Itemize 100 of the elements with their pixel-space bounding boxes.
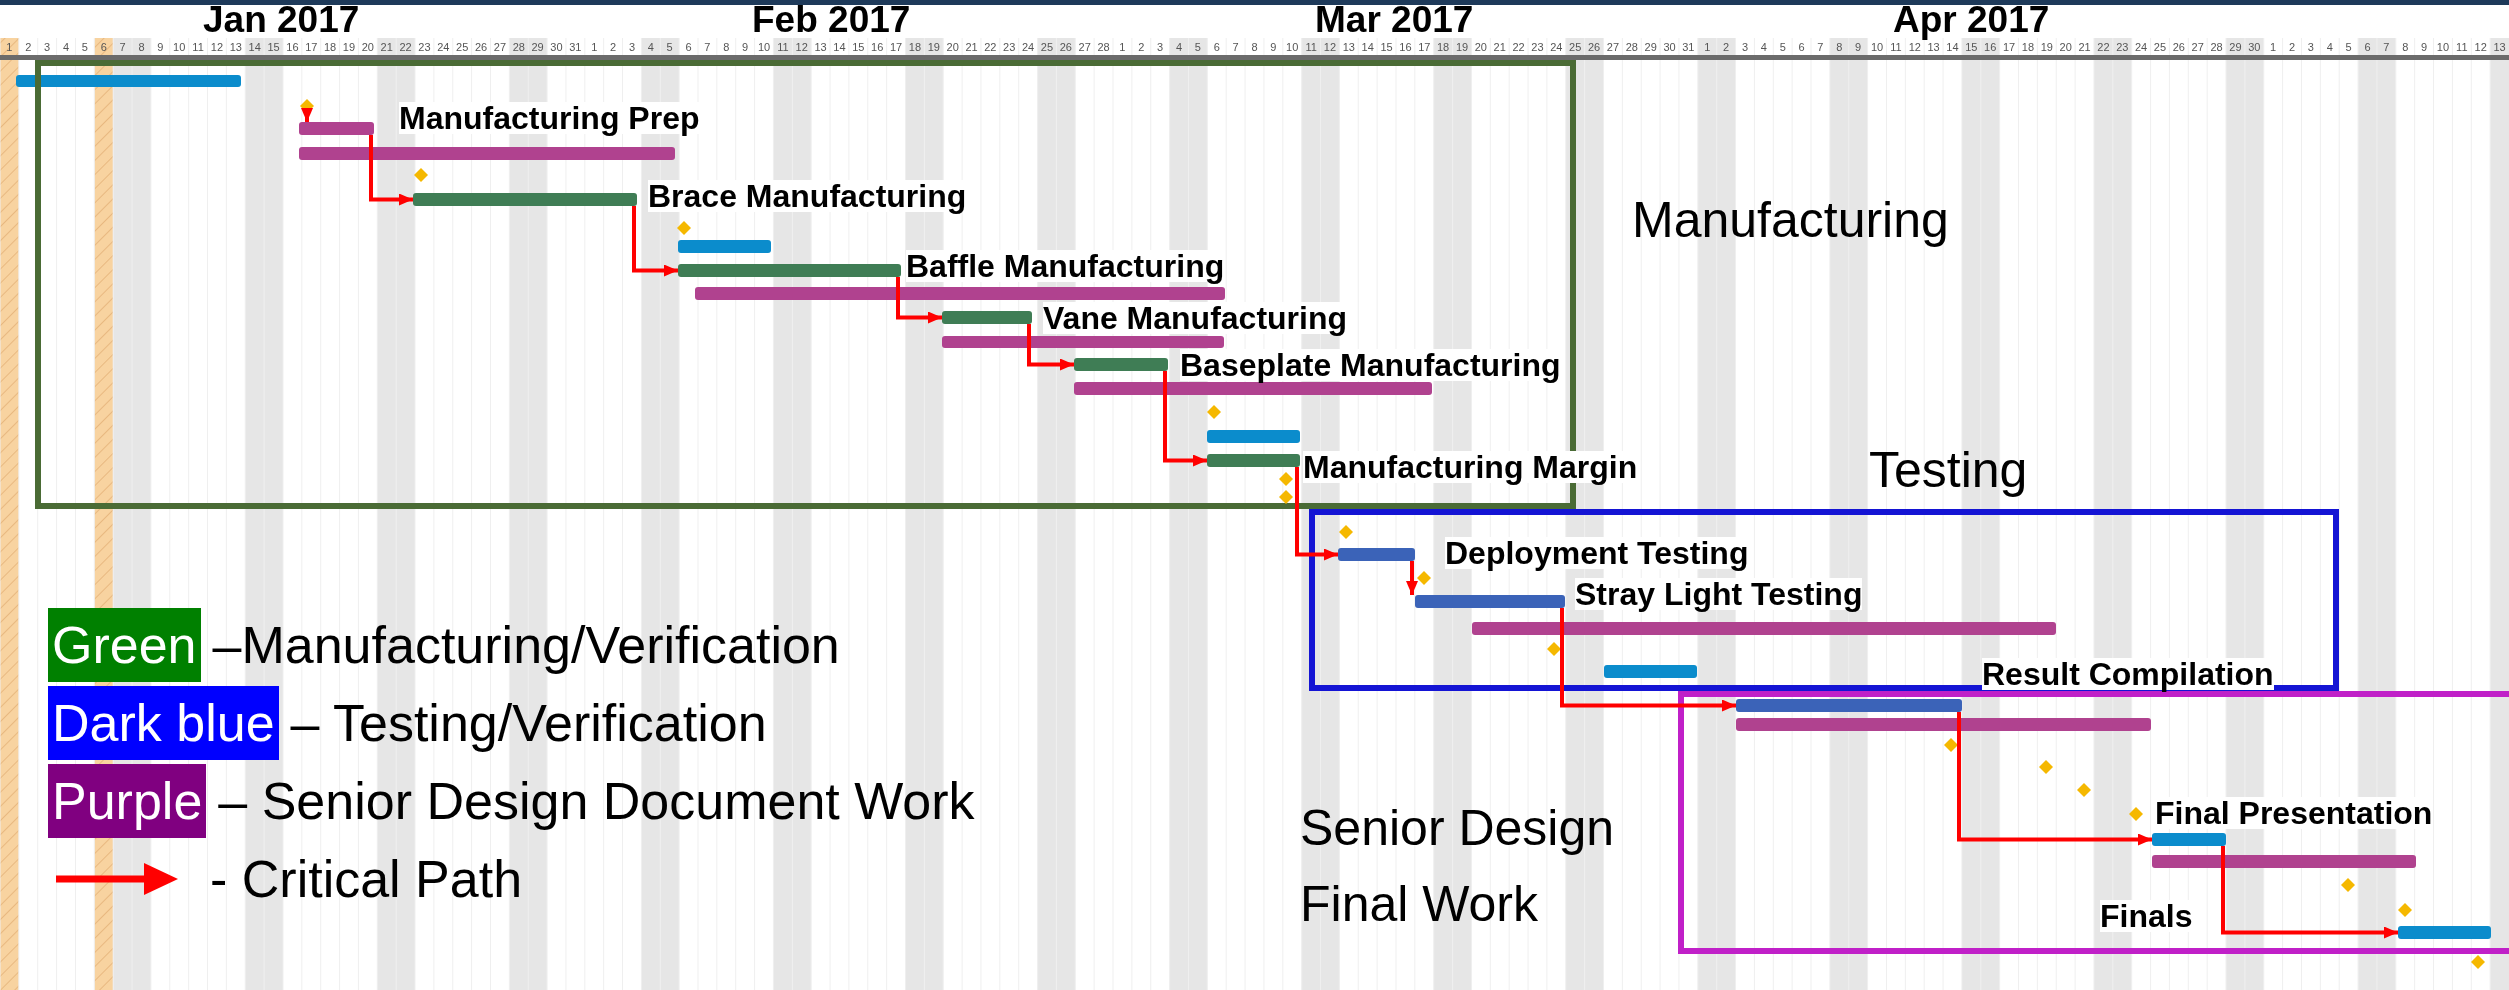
day-number: 4 [1174,40,1184,54]
day-number: 15 [851,40,866,54]
day-number: 25 [1039,40,1055,54]
day-number: 16 [1983,40,1998,54]
day-number: 6 [2363,40,2372,54]
day-number: 28 [1096,40,1111,54]
day-number: 6 [1797,40,1806,54]
day-number: 9 [1854,40,1863,54]
task-bar [678,240,771,253]
task-label: Baffle Manufacturing [906,250,1225,282]
day-number: 1 [590,40,599,54]
day-number: 13 [813,40,828,54]
day-number: 16 [870,40,885,54]
day-number: 22 [983,40,998,54]
day-number: 8 [1835,40,1844,54]
day-number: 20 [945,40,960,54]
day-number: 23 [2115,40,2130,54]
day-number: 20 [360,40,375,54]
milestone-diamond [1339,525,1353,539]
section-heading: Manufacturing [1632,191,1950,250]
critical-path-arrow [301,108,313,122]
day-number: 26 [1586,40,1602,54]
day-number: 27 [492,40,507,54]
day-number: 1 [5,40,14,54]
day-number: 23 [417,40,432,54]
day-number: 30 [2247,40,2262,54]
day-number: 9 [156,40,165,54]
day-number: 27 [1077,40,1092,54]
day-number: 28 [511,40,526,54]
day-number: 7 [118,40,127,54]
day-number: 25 [2152,40,2168,54]
day-number: 5 [1778,40,1787,54]
day-number: 11 [1304,40,1318,54]
task-label: Deployment Testing [1445,537,1749,569]
day-number: 29 [530,40,545,54]
day-number: 26 [473,40,489,54]
day-number: 18 [907,40,923,54]
day-number: 29 [1643,40,1658,54]
day-number: 3 [1740,40,1750,54]
task-label: Final Presentation [2155,797,2433,829]
task-bar [942,311,1032,324]
day-number: 17 [1417,40,1432,54]
day-number: 1 [1703,40,1712,54]
day-number: 12 [1907,40,1922,54]
day-number: 24 [1549,40,1564,54]
day-number: 27 [1605,40,1621,54]
day-number: 7 [2382,40,2391,54]
day-number: 3 [1156,40,1165,54]
day-number: 20 [1473,40,1488,54]
day-number: 18 [1436,40,1451,54]
day-number: 11 [2455,40,2469,54]
day-number: 28 [1624,40,1639,54]
day-number: 2 [1722,40,1731,54]
day-number: 13 [1341,40,1356,54]
milestone-diamond [1279,490,1293,504]
day-number: 17 [2001,40,2017,54]
day-number: 14 [1360,40,1375,54]
day-number: 5 [665,40,674,54]
day-number: 14 [832,40,847,54]
day-number: 1 [2269,40,2278,54]
milestone-diamond [2341,878,2355,892]
day-number: 7 [1816,40,1825,54]
legend-key: Purple [52,772,203,830]
day-number: 15 [1379,40,1394,54]
task-bar [1736,718,2151,731]
milestone-diamond [414,168,428,182]
task-bar [2152,833,2226,846]
day-number: 2 [2287,40,2297,54]
task-label: Vane Manufacturing [1043,302,1348,334]
critical-path-arrow [369,135,413,206]
day-number: 21 [2077,40,2092,54]
day-number: 9 [741,40,750,54]
day-number: 22 [398,40,413,54]
task-bar [1604,665,1697,678]
day-number: 11 [776,40,790,54]
task-label: Brace Manufacturing [648,180,967,212]
day-number: 15 [266,40,281,54]
milestone-diamond [1279,472,1293,486]
day-number: 25 [1568,40,1583,54]
task-bar [1207,430,1300,443]
day-number: 23 [1002,40,1017,54]
legend-key: Dark blue [52,694,275,752]
critical-path-arrow [896,277,942,324]
critical-path-arrow [2221,846,2398,939]
day-number: 31 [1681,40,1696,54]
task-bar [695,287,1225,300]
day-number: 12 [1322,40,1338,54]
day-number: 4 [61,40,71,54]
task-bar [2398,926,2491,939]
day-number: 14 [1945,40,1960,54]
day-number: 14 [247,40,262,54]
day-number: 13 [2492,40,2507,54]
task-label: Result Compilation [1982,658,2274,690]
day-number: 6 [1212,40,1221,54]
day-number: 12 [794,40,809,54]
day-number: 5 [80,40,89,54]
day-number: 7 [1231,40,1240,54]
task-bar [413,193,637,206]
day-number: 19 [2039,40,2054,54]
day-number: 8 [137,40,146,54]
